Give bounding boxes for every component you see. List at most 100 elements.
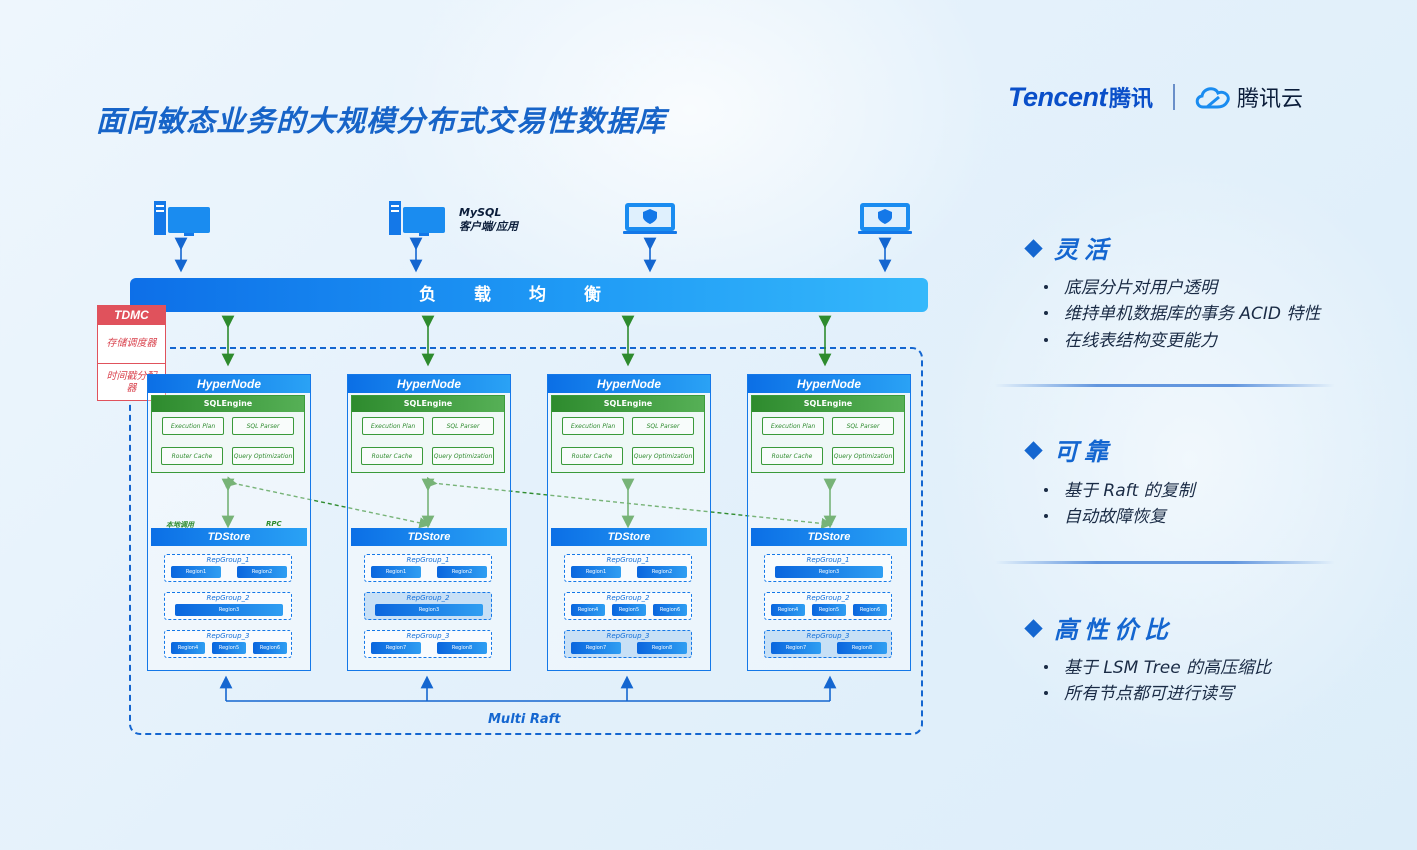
client-label-line1: MySQL [459,206,502,219]
sql-engine-title: SQLEngine [352,396,504,412]
region-chip: Region3 [775,566,883,578]
tencent-wordmark: Tencent [1008,81,1108,112]
cloud-icon [1195,87,1230,109]
sql-parser-box: SQL Parser [632,417,694,435]
region-chip: Region1 [571,566,621,578]
feature-item-text: 自动故障恢复 [1064,507,1166,527]
feature-item-text: 基于 Raft 的复制 [1064,481,1195,501]
sql-engine-title: SQLEngine [752,396,904,412]
section-divider [995,384,1335,387]
rep-group-label: RepGroup_2 [406,594,450,602]
region-chip: Region6 [253,642,287,654]
region-chip: Region8 [637,642,687,654]
router-cache-box: Router Cache [361,447,423,465]
laptop-icon [623,203,677,234]
sql-parser-box: SQL Parser [232,417,294,435]
tencent-cloud-wordmark: 腾讯云 [1237,87,1304,112]
feature-item-text: 维持单机数据库的事务 ACID 特性 [1064,304,1321,324]
rpc-links [225,476,833,529]
region-chip: Region1 [171,566,221,578]
bullet-icon [1044,488,1048,492]
region-chip: Region7 [571,642,621,654]
feature-item-text: 所有节点都可进行读写 [1064,684,1234,704]
execution-plan-box: Execution Plan [162,417,224,435]
sql-engine-title: SQLEngine [152,396,304,412]
region-chip: Region5 [212,642,246,654]
router-cache-box: Router Cache [761,447,823,465]
feature-item-text: 基于 LSM Tree 的高压缩比 [1064,658,1272,678]
region-chip: Region4 [171,642,205,654]
page-title: 面向敏态业务的大规模分布式交易性数据库 [96,104,667,138]
feature-heading-text: 高性价比 [1054,616,1174,644]
feature-heading-cost: 高性价比 [1024,610,1174,645]
logo-divider [1173,84,1176,110]
rep-group-label: RepGroup_3 [206,632,250,640]
rep-group-label: RepGroup_2 [206,594,250,602]
desktop-icon [389,201,445,236]
load-balancer-label: 负载均衡 [419,285,639,305]
feature-heading-reliable: 可靠 [1024,432,1114,467]
query-optimization-box: Query Optimization [432,447,494,465]
region-chip: Region8 [437,642,487,654]
bullet-icon [1044,514,1048,518]
feature-item: 基于 LSM Tree 的高压缩比 [1044,653,1271,678]
region-chip: Region4 [771,604,805,616]
feature-item: 底层分片对用户透明 [1044,273,1217,298]
bullet-icon [1044,691,1048,695]
diamond-icon [1024,441,1043,460]
client-arrows [174,237,892,273]
tdstore-title: TDStore [551,528,707,546]
feature-item-text: 底层分片对用户透明 [1064,278,1217,298]
rep-group-label: RepGroup_1 [806,556,850,564]
router-cache-box: Router Cache [161,447,223,465]
tdmc-timestamp: 时间戳分配器 [98,363,165,402]
query-optimization-box: Query Optimization [832,447,894,465]
rep-group-label: RepGroup_1 [606,556,650,564]
feature-heading-text: 灵活 [1054,236,1114,264]
region-chip: Region8 [837,642,887,654]
rep-group-label: RepGroup_3 [406,632,450,640]
sql-parser-box: SQL Parser [432,417,494,435]
region-chip: Region5 [612,604,646,616]
execution-plan-box: Execution Plan [762,417,824,435]
query-optimization-box: Query Optimization [232,447,294,465]
rep-group-label: RepGroup_2 [606,594,650,602]
feature-item-text: 在线表结构变更能力 [1064,331,1217,351]
load-balancer-bar: 负载均衡 [130,278,928,312]
tdstore-title: TDStore [751,528,907,546]
region-chip: Region5 [812,604,846,616]
region-chip: Region6 [653,604,687,616]
hypernode-title: HyperNode [548,375,710,393]
region-chip: Region4 [571,604,605,616]
execution-plan-box: Execution Plan [362,417,424,435]
bullet-icon [1044,665,1048,669]
lb-node-arrows [221,315,832,367]
diamond-icon [1024,619,1043,638]
tdmc-title: TDMC [98,306,165,324]
feature-item: 所有节点都可进行读写 [1044,679,1234,704]
feature-item: 维持单机数据库的事务 ACID 特性 [1044,299,1320,324]
bullet-icon [1044,311,1048,315]
rep-group-label: RepGroup_3 [606,632,650,640]
region-chip: Region1 [371,566,421,578]
region-chip: Region2 [437,566,487,578]
sql-engine-title: SQLEngine [552,396,704,412]
rpc-label: RPC [266,520,282,528]
brand-logo: Tencent 腾讯 腾讯云 [1008,80,1303,114]
